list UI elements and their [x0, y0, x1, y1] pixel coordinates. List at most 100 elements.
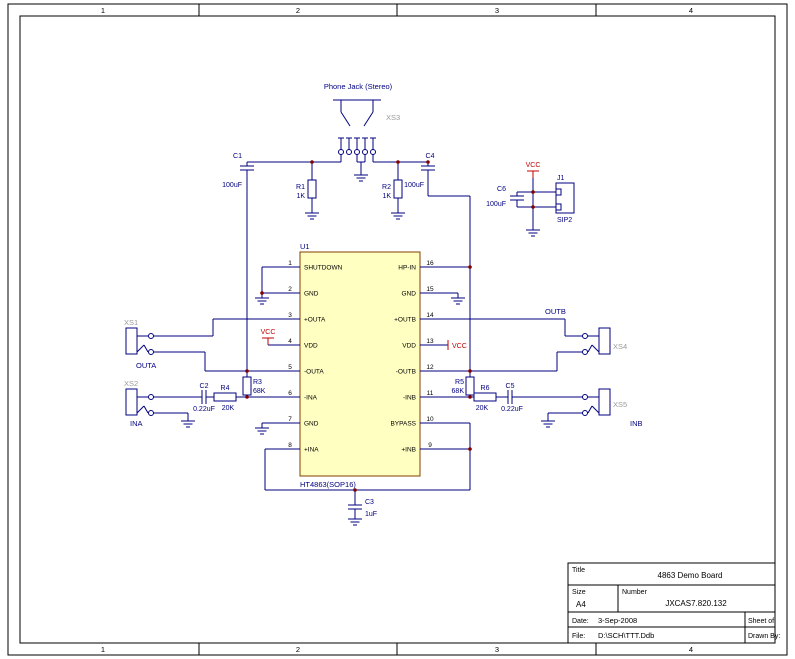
c4-ref-label: C4 [426, 153, 435, 160]
r4-value-label: 20K [222, 405, 235, 412]
c5-value-label: 0.22uF [501, 406, 523, 413]
pin-name: +OUTA [304, 317, 326, 324]
resistor-r2: R2 1K [382, 179, 403, 200]
pin-name: VDD [402, 343, 416, 350]
pin-name: VDD [304, 343, 318, 350]
r4-ref-label: R4 [221, 385, 230, 392]
pin-number: 14 [426, 312, 434, 319]
pin-number: 5 [288, 364, 292, 371]
sheet-border [7, 3, 788, 656]
r2-ref-label: R2 [382, 184, 391, 191]
j1-ref-label: J1 [557, 175, 565, 182]
zone-top-2: 2 [296, 6, 300, 15]
c1-ref-label: C1 [233, 153, 242, 160]
file-value: D:\SCH\TTT.Ddb [598, 631, 654, 640]
pin-name: +INB [401, 447, 416, 454]
capacitor-c5: C5 0.22uF [501, 383, 523, 413]
zone-bottom-2: 2 [296, 645, 300, 654]
vcc-label: VCC [526, 162, 541, 169]
c4-value-label: 100uF [404, 182, 424, 189]
zone-numbers: 1 2 3 4 1 2 3 4 [101, 6, 693, 654]
r5-value-label: 68K [452, 388, 465, 395]
connector-j1: J1 SIP2 [555, 175, 575, 224]
c2-ref-label: C2 [200, 383, 209, 390]
ic-u1: U1 HT4863(SOP16) 1 2 3 4 5 6 7 8 16 15 1… [280, 242, 440, 489]
capacitor-c1: C1 100uF [222, 153, 255, 189]
number-value: JXCAS7.820.132 [665, 599, 727, 608]
pin-name: -OUTA [304, 369, 324, 376]
pin-number: 10 [426, 416, 434, 423]
zone-top-1: 1 [101, 6, 105, 15]
pin-number: 7 [288, 416, 292, 423]
date-label: Date: [572, 618, 589, 625]
r3-value-label: 68K [253, 388, 266, 395]
resistor-r5: R5 68K [452, 376, 475, 396]
u1-ref-label: U1 [300, 242, 310, 251]
connector-xs1: XS1 [124, 318, 154, 355]
ina-net-label: INA [130, 419, 143, 428]
r1-value-label: 1K [296, 193, 305, 200]
drawn-by-label: Drawn By: [748, 633, 780, 640]
pin-number: 13 [426, 338, 434, 345]
pin-name: HP-IN [398, 265, 416, 272]
zone-top-4: 4 [689, 6, 693, 15]
capacitor-c4: C4 100uF [404, 153, 436, 189]
connector-xs5: XS5 [582, 388, 627, 416]
pin-number: 4 [288, 338, 292, 345]
zone-top-3: 3 [495, 6, 499, 15]
c3-value-label: 1uF [365, 511, 377, 518]
r2-value-label: 1K [382, 193, 391, 200]
pin-number: 3 [288, 312, 292, 319]
resistor-r4: R4 20K [213, 385, 237, 412]
pin-name: -INB [403, 395, 416, 402]
pin-number: 16 [426, 260, 434, 267]
pin-number: 9 [428, 442, 432, 449]
c3-ref-label: C3 [365, 499, 374, 506]
pin-number: 11 [427, 390, 434, 397]
pin-number: 1 [288, 260, 292, 267]
connector-xs4: XS4 [582, 327, 627, 355]
capacitor-c3: C3 1uF [347, 499, 377, 518]
xs5-ref-label: XS5 [613, 400, 627, 409]
pin-name: -OUTB [396, 369, 416, 376]
outb-net-label: OUTB [545, 307, 566, 316]
pin-name: GND [304, 421, 319, 428]
title-label: Title [572, 567, 585, 574]
net-labels: OUTA INA OUTB INB [130, 307, 643, 428]
pin-number: 12 [426, 364, 434, 371]
sheet-label: Sheet of [748, 618, 774, 625]
zone-bottom-1: 1 [101, 645, 105, 654]
file-label: File: [572, 633, 585, 640]
zone-bottom-4: 4 [689, 645, 693, 654]
pin-name: GND [304, 291, 319, 298]
pin-number: 8 [288, 442, 292, 449]
pin-name: BYPASS [390, 421, 416, 428]
u1-part-label: HT4863(SOP16) [300, 480, 356, 489]
resistor-r3: R3 68K [242, 376, 266, 396]
resistor-r6: R6 20K [473, 385, 497, 412]
outa-net-label: OUTA [136, 361, 156, 370]
r1-ref-label: R1 [296, 184, 305, 191]
title-value: 4863 Demo Board [658, 571, 723, 580]
c1-value-label: 100uF [222, 182, 242, 189]
r6-ref-label: R6 [481, 385, 490, 392]
r5-ref-label: R5 [455, 379, 464, 386]
capacitor-c6: C6 100uF [486, 186, 525, 208]
vcc-symbol-pin13: VCC [447, 340, 467, 350]
r6-value-label: 20K [476, 405, 489, 412]
phone-jack-xs3 [333, 99, 381, 155]
pin-name: -INA [304, 395, 318, 402]
vcc-symbol-pin4: VCC [261, 329, 276, 346]
pin-name: +OUTB [394, 317, 416, 324]
resistor-r1: R1 1K [296, 179, 317, 200]
vcc-label: VCC [261, 329, 276, 336]
c2-value-label: 0.22uF [193, 406, 215, 413]
connector-xs2: XS2 [124, 379, 154, 416]
capacitor-c2: C2 0.22uF [193, 383, 215, 413]
date-value: 3-Sep-2008 [598, 616, 637, 625]
pin-number: 15 [426, 286, 434, 293]
pin-name: SHUTDOWN [304, 265, 343, 272]
c6-ref-label: C6 [497, 186, 506, 193]
inb-net-label: INB [630, 419, 643, 428]
